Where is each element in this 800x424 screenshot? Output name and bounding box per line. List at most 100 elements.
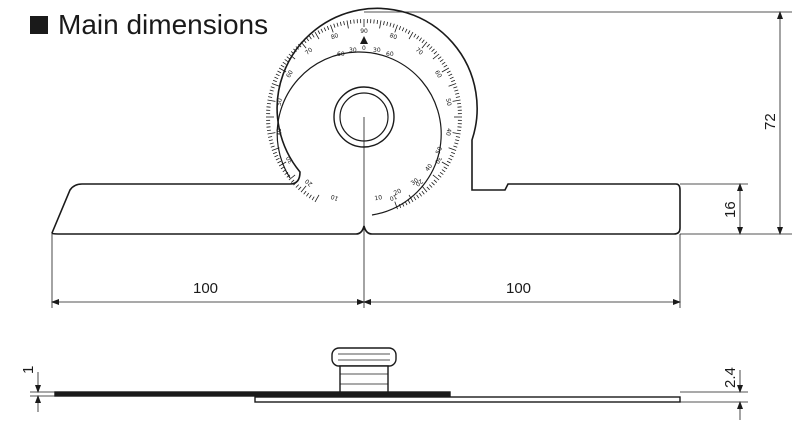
scale-tick [413,33,417,38]
scale-tick [278,161,287,167]
scale-tick [306,192,310,197]
scale-tick [429,184,433,188]
scale-tick [274,76,279,80]
scale-tick [288,174,296,181]
scale-tick [343,21,345,26]
scale-tick [311,33,315,38]
scale-tick [282,169,287,173]
scale-tick [449,76,454,80]
scale-tick [268,139,273,142]
inner-label-30-left: 30 [349,47,357,54]
scale-tick [383,21,385,26]
scale-tick [267,132,276,135]
scale-tick [448,147,457,151]
scale-tick [421,190,425,195]
scale-tick [451,79,456,83]
scale-tick [266,129,271,131]
scale-tick [454,142,459,145]
scale-label: 50 [276,98,284,107]
scale-tick [300,185,307,193]
scale-label-lower: 10 [374,194,383,202]
scale-label: 30 [285,155,295,165]
scale-tick [272,79,277,83]
scale-tick [266,103,271,105]
dim-length-right: 100 [506,280,531,297]
scale-tick [448,73,453,77]
scale-tick [421,39,425,44]
scale-tick [431,48,435,52]
scale-tick [269,142,274,145]
scale-tick [271,83,280,87]
scale-tick [453,145,458,148]
scale-tick [407,30,411,35]
scale-label: 80 [330,32,340,41]
scale-tick [441,169,446,173]
scale-tick [379,20,382,29]
scale-tick [437,56,442,60]
scale-label: 10 [330,193,340,202]
scale-tick [282,61,287,65]
scale-tick [446,160,451,164]
scale-tick [432,53,440,60]
scale-tick [404,201,408,206]
inner-label-0: 0 [362,45,366,52]
scale-tick [311,196,315,201]
scale-label: 60 [285,69,295,79]
scale-label: 50 [444,98,452,107]
scale-tick [443,166,448,170]
scale-tick [394,201,398,210]
title-text: Main dimensions [58,9,269,40]
scale-tick [443,64,448,68]
scale-tick [270,86,275,89]
side-view [54,347,681,403]
scale-label: 40 [444,127,452,136]
scale-tick [268,96,273,98]
scale-tick [268,136,273,138]
scale-tick [449,154,454,158]
dim-height-total: 72 [762,113,779,130]
scale-tick [314,31,320,40]
scale-tick [454,89,459,92]
scale-tick [418,37,422,42]
scale-label: 40 [276,127,284,136]
scale-tick [300,41,307,49]
length-dimensions [51,234,681,308]
scale-tick [267,99,276,102]
scale-tick [275,73,280,77]
scale-tick [418,192,422,197]
scale-tick [346,20,349,29]
scale-tick [303,39,307,44]
scale-tick [303,190,307,195]
scale-label-lower: 40 [424,162,434,172]
scale-tick [326,25,330,30]
scale-tick [437,174,442,178]
scale-tick [295,46,299,50]
scale-tick [298,43,302,48]
scale-tick [446,70,451,74]
scale-tick [407,199,411,204]
section-title: Main dimensions [30,8,268,42]
scale-tick [426,43,430,48]
scale-tick [284,171,289,175]
scale-tick [452,132,461,135]
scale-tick [350,19,352,24]
height-dimension [364,11,792,235]
scale-tick [455,92,460,95]
scale-tick [448,157,453,161]
scale-tick [293,48,297,52]
side-blade-top [54,391,451,397]
scale-tick [280,166,285,170]
scale-tick [274,154,279,158]
scale-tick [439,171,444,175]
scale-tick [392,23,395,28]
scale-tick [271,147,280,151]
scale-tick [453,86,458,89]
scale-tick [288,53,296,60]
dim-blade-width: 16 [722,201,739,218]
dim-thickness-blade: 1 [20,366,37,374]
scale-tick [421,185,428,193]
scale-tick [408,194,414,203]
zero-pointer-icon [360,36,368,44]
scale-label: 20 [304,177,314,187]
scale-tick [398,204,402,209]
